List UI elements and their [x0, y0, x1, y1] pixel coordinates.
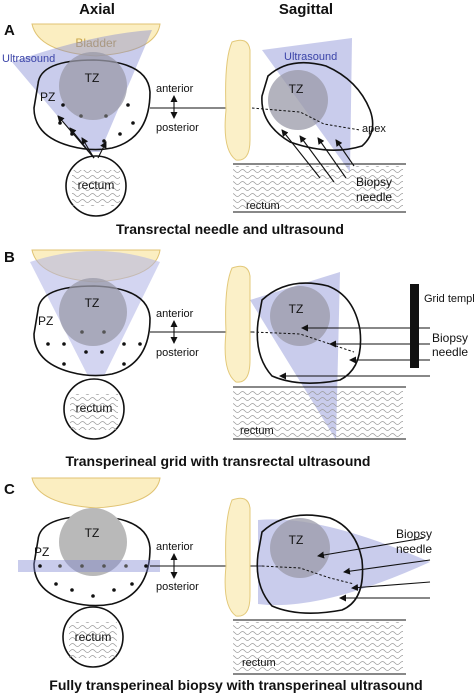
- panel-a: A Bladder Ultrasound TZ PZ rectum anteri…: [2, 22, 406, 237]
- posterior-label-a: posterior: [156, 122, 199, 134]
- panel-b-letter: B: [4, 249, 15, 266]
- transition-zone-axial-a: [59, 52, 127, 120]
- prostate-outline-sagittal-a: [261, 61, 374, 151]
- caption-a: Transrectal needle and ultrasound: [116, 221, 344, 237]
- anterior-label-a: anterior: [156, 83, 194, 95]
- caption-c: Fully transperineal biopsy with transper…: [49, 677, 422, 693]
- ultrasound-beam-axial-c: [18, 560, 160, 572]
- pubic-bone-b: [224, 265, 251, 383]
- posterior-label-c: posterior: [156, 581, 199, 593]
- transition-zone-sagittal-a: [268, 70, 328, 130]
- rectum-label-axial-a: rectum: [78, 178, 115, 192]
- rectum-label-axial-c: rectum: [75, 630, 112, 644]
- transition-zone-axial-c: [59, 508, 127, 576]
- transition-zone-sagittal-b: [270, 286, 330, 346]
- transition-zone-sagittal-c: [270, 518, 330, 578]
- biopsy-label-c: Biopsy: [396, 527, 432, 541]
- prostate-outline-sagittal-b: [256, 282, 362, 384]
- biopsy-label-a: Biopsy: [356, 175, 392, 189]
- pubic-bone-a: [224, 39, 251, 161]
- tz-label-sagittal-c: TZ: [289, 533, 304, 547]
- pz-label-axial-b: PZ: [38, 314, 53, 328]
- rectum-label-axial-b: rectum: [76, 401, 113, 415]
- sagittal-header: Sagittal: [279, 1, 333, 18]
- pubic-bone-c: [224, 497, 251, 617]
- pz-label-axial-c: PZ: [34, 545, 49, 559]
- axial-header: Axial: [79, 1, 115, 18]
- panel-b: B TZ PZ rectum anterior posterior TZ rec…: [4, 249, 474, 469]
- panel-c-letter: C: [4, 481, 15, 498]
- anterior-label-b: anterior: [156, 308, 194, 320]
- transition-zone-axial-b: [59, 278, 127, 346]
- rectum-label-sagittal-a: rectum: [246, 200, 280, 212]
- tz-label-axial-c: TZ: [85, 526, 100, 540]
- prostate-outline-sagittal-c: [256, 514, 364, 614]
- rectum-label-sagittal-c: rectum: [242, 657, 276, 669]
- rectum-label-sagittal-b: rectum: [240, 425, 274, 437]
- ultrasound-label-axial-a: Ultrasound: [2, 53, 55, 65]
- caption-b: Transperineal grid with transrectal ultr…: [66, 453, 371, 469]
- posterior-label-b: posterior: [156, 347, 199, 359]
- panel-c: C TZ PZ rectum anterior posterior TZ rec…: [4, 477, 432, 693]
- grid-template-label: Grid template: [424, 293, 474, 305]
- grid-template-bar: [410, 284, 419, 368]
- apex-label: apex: [362, 123, 386, 135]
- tz-label-sagittal-b: TZ: [289, 302, 304, 316]
- tz-label-sagittal-a: TZ: [289, 82, 304, 96]
- ultrasound-label-sagittal-a: Ultrasound: [284, 51, 337, 63]
- bladder-c: [31, 477, 161, 509]
- panel-a-letter: A: [4, 22, 15, 39]
- biopsy-label-b: Biopsy: [432, 331, 468, 345]
- needle-label-b: needle: [432, 345, 468, 359]
- tz-label-axial-a: TZ: [85, 71, 100, 85]
- tz-label-axial-b: TZ: [85, 296, 100, 310]
- bladder-label: Bladder: [75, 36, 116, 50]
- needle-label-a: needle: [356, 190, 392, 204]
- needle-label-c: needle: [396, 542, 432, 556]
- pz-label-axial-a: PZ: [40, 90, 55, 104]
- anterior-label-c: anterior: [156, 541, 194, 553]
